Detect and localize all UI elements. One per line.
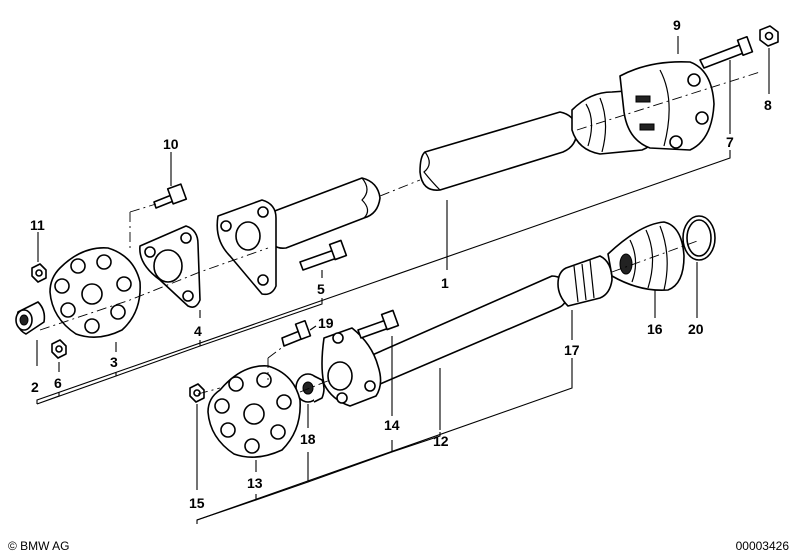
flange-4 — [139, 225, 201, 308]
callout-3: 3 — [110, 354, 118, 370]
callout-1: 1 — [441, 275, 449, 291]
centering-sleeve-18 — [295, 373, 325, 403]
bolt10-centerline — [129, 203, 157, 250]
document-number: 00003426 — [735, 539, 789, 553]
bolt-14 — [357, 309, 400, 339]
callout-14: 14 — [384, 417, 400, 433]
callout-10: 10 — [163, 136, 179, 152]
nut-8 — [759, 25, 779, 47]
callout-8: 8 — [764, 97, 772, 113]
rear-shaft-tube — [363, 275, 569, 385]
bolt19-centerline — [267, 345, 285, 380]
centering-sleeve-2 — [15, 301, 46, 335]
flex-disc-13 — [207, 365, 301, 458]
boot-16 — [607, 221, 685, 292]
callout-12: 12 — [433, 433, 449, 449]
callout-2: 2 — [31, 379, 39, 395]
callout-5: 5 — [317, 281, 325, 297]
callout-4: 4 — [194, 323, 202, 339]
upper-centerline — [39, 71, 761, 331]
callout-6: 6 — [54, 375, 62, 391]
bolt-10 — [153, 183, 188, 209]
callout-16: 16 — [647, 321, 663, 337]
bolt-19 — [281, 319, 312, 347]
copyright-label: © BMW AG — [8, 539, 70, 553]
nut-15 — [189, 383, 205, 403]
callout-20: 20 — [688, 321, 704, 337]
ring-20 — [682, 215, 716, 261]
callout-19: 19 — [318, 315, 334, 331]
front-shaft-assembly — [15, 25, 779, 359]
bolt-5 — [299, 239, 348, 271]
splined-end — [557, 255, 613, 307]
callout-17: 17 — [564, 342, 580, 358]
bolt-7 — [699, 35, 754, 69]
nut-6 — [51, 339, 67, 359]
flange-plate — [216, 199, 277, 296]
rear-shaft-assembly — [189, 215, 716, 458]
leader-lines — [36, 36, 770, 524]
callout-13: 13 — [247, 475, 263, 491]
callout-11: 11 — [30, 217, 45, 233]
lower-centerline — [197, 239, 701, 395]
flex-disc-3 — [49, 247, 141, 338]
callout-7: 7 — [726, 134, 734, 150]
callout-18: 18 — [300, 431, 316, 447]
callout-9: 9 — [673, 17, 681, 33]
callout-15: 15 — [189, 495, 205, 511]
callout-labels: 1 2 3 4 5 6 7 8 9 10 11 12 13 14 15 16 1… — [30, 17, 772, 511]
nut-11 — [31, 263, 47, 283]
flange-14 — [321, 327, 382, 407]
center-joint — [571, 60, 715, 155]
